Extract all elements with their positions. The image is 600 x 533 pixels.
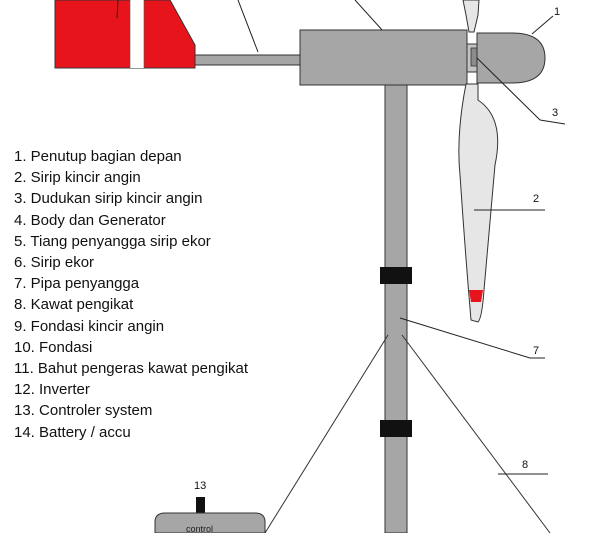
tail-fin-white-stripe — [130, 0, 144, 68]
legend-item: 10. Fondasi — [14, 338, 93, 356]
callout-13: 13 — [194, 480, 206, 492]
controller-label: control — [186, 524, 213, 533]
leader-line-1 — [531, 15, 554, 35]
legend-item: 7. Pipa penyangga — [14, 275, 140, 293]
legend-item: 12. Inverter — [14, 381, 90, 399]
tail-fin-detail-line — [116, 0, 119, 19]
pole-clamp-upper — [380, 267, 412, 284]
legend-item: 13. Controler system — [14, 402, 153, 420]
legend-item: 3. Dudukan sirip kincir angin — [14, 190, 203, 208]
guy-wire-right — [401, 334, 551, 533]
blade-lower-tip-red — [469, 290, 483, 302]
legend-list: 1. Penutup bagian depan 2. Sirip kincir … — [14, 146, 248, 443]
guy-wire-left — [264, 334, 389, 533]
support-pole — [384, 84, 408, 533]
legend-item: 9. Fondasi kincir angin — [14, 317, 165, 335]
legend-item: 2. Sirip kincir angin — [14, 169, 141, 187]
leader-line-5 — [237, 0, 259, 53]
generator-body — [299, 29, 468, 86]
legend-item: 14. Battery / accu — [14, 423, 131, 441]
legend-item: 8. Kawat pengikat — [14, 296, 134, 314]
legend-item: 5. Tiang penyangga sirip ekor — [14, 232, 211, 250]
legend-item: 4. Body dan Generator — [14, 211, 166, 229]
controller-box — [154, 512, 266, 533]
callout-8: 8 — [522, 459, 528, 471]
tail-fin — [54, 0, 196, 69]
callout-1: 1 — [554, 6, 560, 18]
leader-line-3-tail — [539, 119, 566, 125]
blade-upper — [462, 0, 480, 33]
legend-item: 6. Sirip ekor — [14, 254, 95, 272]
controller-terminal — [196, 497, 205, 513]
blade-lower — [458, 83, 499, 323]
nose-cone — [476, 32, 546, 84]
callout-7: 7 — [533, 345, 539, 357]
legend-item: 1. Penutup bagian depan — [14, 148, 182, 165]
tail-boom — [194, 54, 302, 66]
leader-line-3 — [476, 57, 541, 121]
legend-item: 11. Bahut pengeras kawat pengikat — [14, 360, 249, 378]
callout-3: 3 — [552, 107, 558, 119]
pole-clamp-lower — [380, 420, 412, 437]
leader-line-7 — [399, 317, 531, 359]
tail-fin-red — [54, 0, 196, 69]
callout-2: 2 — [533, 193, 539, 205]
